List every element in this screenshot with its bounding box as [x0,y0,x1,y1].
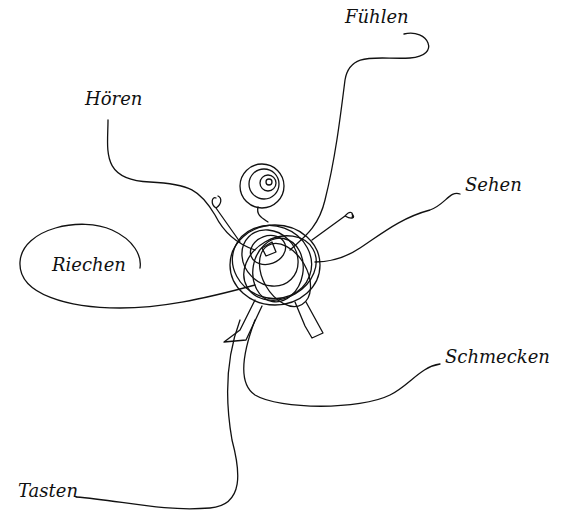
sense-label: Tasten [18,482,78,500]
body-scribble [248,234,308,306]
body-scribble [246,231,289,270]
sense-line [108,120,255,250]
head [266,179,272,185]
head [249,169,279,199]
neck [258,207,268,222]
leg [224,300,262,342]
sense-label: Sehen [465,176,522,194]
sense-line [76,320,240,509]
arm [212,196,240,242]
body-scribble [230,218,309,297]
head [260,175,276,191]
sense-label: Riechen [52,256,126,274]
sense-line [20,224,255,308]
sense-label: Schmecken [445,348,550,366]
arm [312,212,354,240]
sense-line [244,320,440,406]
sense-line [315,193,460,262]
sense-label: Fühlen [345,8,409,26]
body-scribble [262,242,276,256]
body-scribble [232,223,328,313]
sense-label: Hören [85,90,142,108]
leg [295,302,323,338]
head [240,164,284,208]
body-scribble [249,235,321,316]
